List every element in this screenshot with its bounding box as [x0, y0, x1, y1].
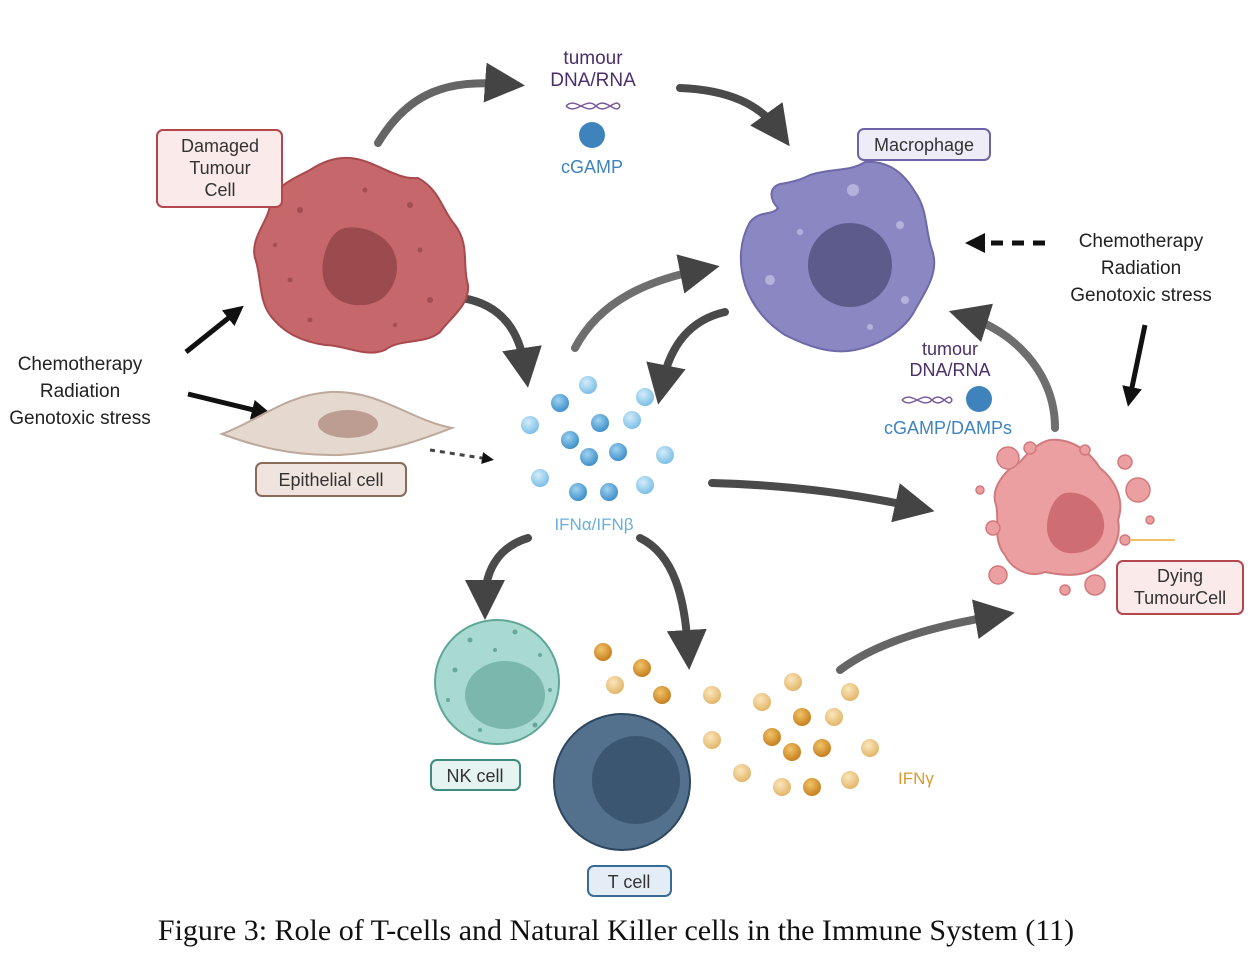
ifn-alpha-beta-particles [521, 376, 674, 501]
cgamp-right-icon [966, 386, 992, 412]
epithelial-label: Epithelial cell [278, 470, 383, 490]
flow-arrows [374, 62, 1059, 674]
dying-tumour-cell [975, 438, 1175, 596]
arrow-ifn-to-nk [465, 534, 532, 620]
macrophage-cell [739, 160, 936, 353]
nk-cell-label: NK cell [446, 766, 503, 786]
label-t-cell: T cell [587, 865, 672, 897]
ifn-ab-label: IFNα/IFNβ [554, 515, 633, 534]
arrow-stress-to-damaged [184, 305, 244, 354]
arrow-macrophage-to-ifn [646, 308, 729, 405]
dna-top-line-2: DNA/RNA [550, 70, 636, 91]
damaged-label-line-2: Tumour [189, 158, 250, 178]
epithelial-nucleus [318, 410, 378, 438]
nk-cell [434, 619, 560, 745]
dying-label-line-1: Dying [1157, 566, 1203, 586]
arrow-stress-to-dying [1122, 324, 1148, 407]
arrow-damaged-to-dna [374, 62, 525, 147]
dying-tumour-nucleus [1046, 492, 1105, 554]
cgamp-top-label: cGAMP [561, 157, 623, 177]
label-epithelial-cell: Epithelial cell [255, 462, 407, 497]
damaged-tumour-nucleus [322, 227, 397, 306]
dna-helix-top-icon [565, 102, 621, 110]
stress-left-line-3: Genotoxic stress [9, 408, 151, 429]
dna-right-line-2: DNA/RNA [909, 360, 990, 380]
arrow-damaged-to-ifn [458, 294, 542, 388]
arrow-stress-to-epithelial [187, 391, 272, 420]
t-cell [553, 713, 691, 851]
figure-caption: Figure 3: Role of T-cells and Natural Ki… [158, 914, 1074, 947]
stress-left-line-2: Radiation [40, 381, 120, 402]
cgamp-top-icon [579, 122, 605, 148]
arrow-ifngamma-to-dying [836, 599, 1015, 674]
cgamp-damps-label: cGAMP/DAMPs [884, 418, 1012, 438]
arrow-ifn-to-dying [708, 479, 935, 523]
damaged-label-line-3: Cell [204, 180, 235, 200]
label-macrophage: Macrophage [857, 128, 991, 161]
arrow-epithelial-to-ifn [429, 448, 494, 465]
dna-right-line-1: tumour [922, 339, 978, 359]
stress-arrows [184, 233, 1148, 465]
dna-helix-right-icon [901, 396, 953, 404]
dna-top-line-1: tumour [563, 48, 623, 69]
t-cell-nucleus [592, 736, 680, 824]
stress-left-line-1: Chemotherapy [18, 354, 143, 375]
stress-right-line-1: Chemotherapy [1079, 231, 1204, 252]
stress-right-line-3: Genotoxic stress [1070, 285, 1212, 306]
label-nk-cell: NK cell [430, 759, 521, 791]
macrophage-nucleus [808, 223, 892, 307]
ifn-gamma-label: IFNγ [898, 769, 934, 788]
epithelial-cell [219, 390, 456, 457]
ifn-gamma-particles [594, 643, 879, 796]
arrow-dna-to-macrophage [676, 84, 790, 147]
nk-cell-nucleus [465, 661, 545, 729]
damaged-tumour-cell [253, 156, 470, 354]
arrow-ifn-to-macrophage [571, 254, 720, 352]
t-cell-label: T cell [608, 872, 651, 892]
damaged-label-line-1: Damaged [181, 136, 259, 156]
macrophage-label: Macrophage [874, 135, 974, 155]
stress-right-line-2: Radiation [1101, 258, 1181, 279]
dying-label-line-2: TumourCell [1134, 588, 1226, 608]
arrow-dying-to-macrophage [948, 303, 1059, 432]
arrow-ifn-to-tcell [636, 534, 707, 670]
